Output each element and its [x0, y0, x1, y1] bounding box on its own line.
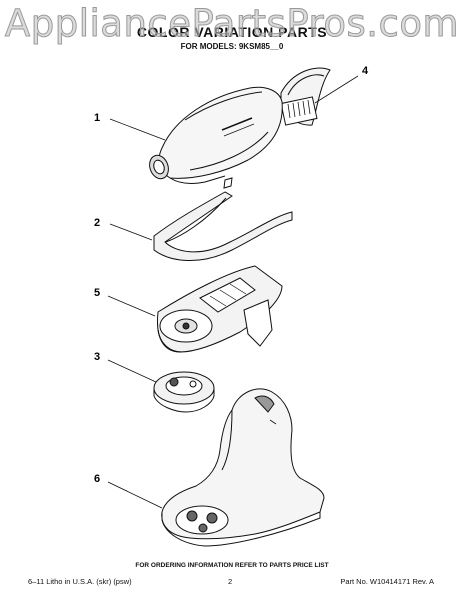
models-subtitle: FOR MODELS: 9KSM85__0	[180, 42, 284, 51]
callout-3: 3	[94, 351, 100, 363]
part-6-pedestal-base	[107, 388, 325, 547]
part-5-gear-housing	[107, 265, 283, 353]
callout-1: 1	[94, 112, 100, 124]
callout-4: 4	[362, 65, 369, 77]
footer-part-number: Part No. W10414171 Rev. A	[340, 577, 434, 586]
part-3-planetary-plate	[107, 359, 215, 413]
part-4-rear-cover	[280, 67, 359, 126]
ordering-note: FOR ORDERING INFORMATION REFER TO PARTS …	[135, 562, 329, 569]
callout-2: 2	[94, 217, 100, 229]
footer-litho: 6–11 Litho in U.S.A. (skr) (psw)	[28, 577, 132, 586]
callout-6: 6	[94, 473, 100, 485]
part-1-motor-housing	[109, 86, 283, 189]
footer-page-number: 2	[228, 577, 233, 586]
part-2-trim-band	[109, 191, 293, 261]
callout-5: 5	[94, 287, 100, 299]
page-title: COLOR VARIATION PARTS	[136, 24, 328, 40]
